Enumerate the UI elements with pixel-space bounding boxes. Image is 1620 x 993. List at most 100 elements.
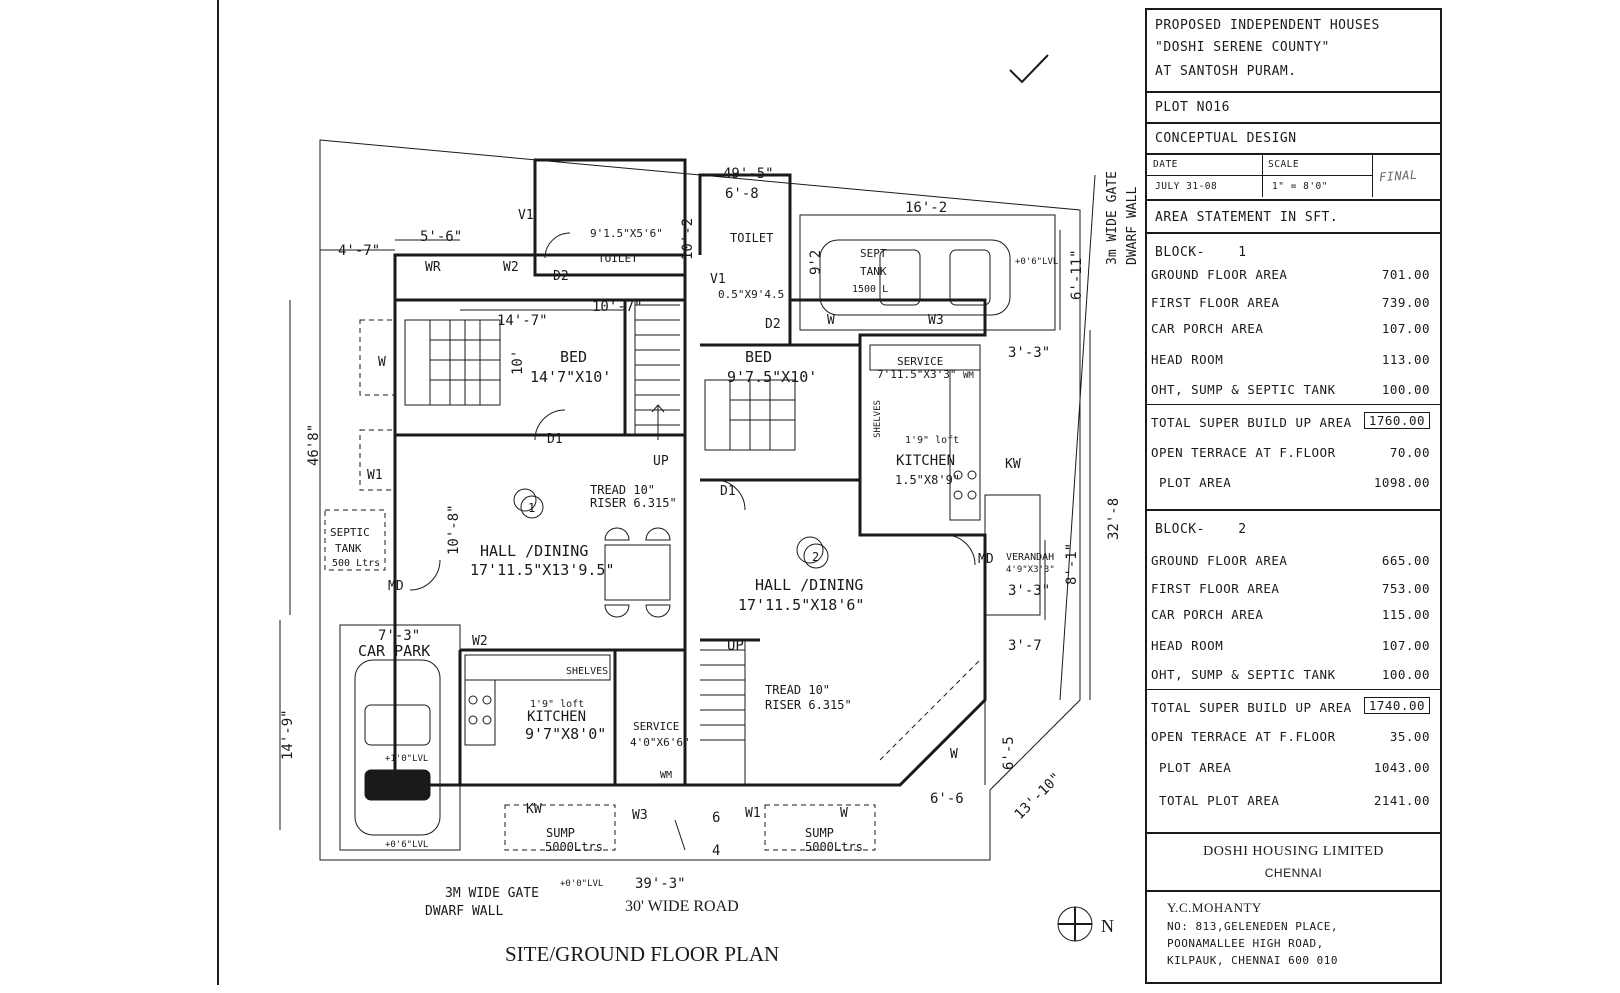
dim-6: 6	[712, 810, 720, 826]
check-mark	[1009, 54, 1049, 84]
scale-value: 1" = 8'0"	[1272, 181, 1328, 192]
service2-size: 7'11.5"X3'3"	[877, 368, 956, 381]
septic2-l1: SEPT	[860, 247, 887, 260]
bed-icon	[404, 319, 501, 406]
design-cell: CONCEPTUAL DESIGN	[1147, 124, 1440, 155]
sump1-l1: SUMP	[546, 826, 575, 840]
svg-text:W1: W1	[745, 806, 761, 821]
svg-text:V1: V1	[710, 272, 726, 287]
block-2-walls	[683, 173, 1056, 851]
dim-14-7: 14'-7"	[497, 313, 548, 329]
svg-text:W: W	[840, 806, 848, 821]
bed1-size: 14'7"X10'	[530, 368, 611, 386]
dim-4: 4	[712, 843, 720, 859]
gate-left-line1: 3M WIDE GATE	[445, 886, 539, 901]
wm2: WM	[963, 371, 974, 381]
dim-6-5: 6'-5	[1001, 736, 1017, 770]
date-label: DATE	[1153, 159, 1178, 170]
dim-3-3a: 3'-3"	[1008, 345, 1050, 361]
project-line-2: "DOSHI SERENE COUNTY"	[1155, 40, 1330, 55]
bed2-size: 9'7.5"X10'	[727, 368, 817, 386]
sump2-l1: SUMP	[805, 826, 834, 840]
riser2: RISER 6.315"	[765, 698, 852, 712]
plot-cell: PLOT NO16	[1147, 93, 1440, 124]
car-icon-right	[819, 239, 1011, 316]
svg-text:D1: D1	[547, 432, 563, 447]
address-line-3: KILPAUK, CHENNAI 600 010	[1167, 954, 1338, 967]
dim-3-3b: 3'-3"	[1008, 583, 1050, 599]
kitchen2-label: KITCHEN	[896, 453, 955, 469]
svg-text:W: W	[378, 355, 386, 370]
tread2: TREAD 10"	[765, 683, 830, 697]
hall1-size: 17'11.5"X13'9.5"	[470, 561, 615, 579]
project-line-1: PROPOSED INDEPENDENT HOUSES	[1155, 18, 1380, 33]
dim-10: 10'	[510, 350, 526, 375]
dim-left-46: 46'8"	[306, 424, 322, 466]
car-level-2: +0'6"LVL	[385, 840, 428, 850]
tread1: TREAD 10"	[590, 483, 655, 497]
sump2-l2: 5000Ltrs	[805, 840, 863, 854]
north-arrow-icon	[1057, 906, 1093, 942]
block1-number: 1	[528, 501, 535, 515]
block-2-labels: TOILET 0.5"X9'4.5 BED 9'7.5"X10' HALL /D…	[718, 231, 1058, 854]
toilet2-label: TOILET	[730, 231, 773, 245]
svg-text:W3: W3	[632, 808, 648, 823]
gate-right-line1: 3m WIDE GATE	[1105, 171, 1120, 265]
dim-13-10: 13'-10"	[1012, 770, 1065, 823]
project-cell: PROPOSED INDEPENDENT HOUSES "DOSHI SEREN…	[1147, 10, 1440, 93]
dim-9-2: 9'2	[808, 250, 824, 275]
shelves2: SHELVES	[873, 400, 883, 438]
dim-7-3: 7'-3"	[378, 628, 420, 644]
septic1-l1: SEPTIC	[330, 526, 370, 539]
final-stamp: FINAL	[1378, 167, 1419, 185]
block-1-labels: 9'1.5"X5'6" TOILET BED 14'7"X10' HALL /D…	[330, 227, 690, 854]
road-label: 30' WIDE ROAD	[625, 898, 739, 915]
area-statement-title: AREA STATEMENT IN SFT.	[1155, 210, 1339, 225]
svg-text:KW: KW	[1005, 457, 1021, 472]
dim-6-11: 6'-11"	[1069, 249, 1085, 300]
verandah-label: VERANDAH	[1006, 552, 1054, 563]
hall1-label: HALL /DINING	[480, 542, 588, 560]
septic1-l3: 500 Ltrs	[332, 558, 380, 569]
title-block: PROPOSED INDEPENDENT HOUSES "DOSHI SEREN…	[1145, 8, 1442, 984]
svg-text:W2: W2	[503, 260, 519, 275]
sump1-l2: 5000Ltrs	[545, 840, 603, 854]
bed1-label: BED	[560, 348, 587, 366]
design-stage: CONCEPTUAL DESIGN	[1155, 131, 1297, 146]
svg-text:W1: W1	[367, 468, 383, 483]
svg-text:MD: MD	[388, 579, 404, 594]
septic1-l2: TANK	[335, 542, 362, 555]
gate-left-line2: DWARF WALL	[425, 904, 503, 919]
company-city: CHENNAI	[1264, 866, 1323, 880]
dim-10-8: 10'-8"	[446, 504, 462, 555]
kitchen1-size: 9'7"X8'0"	[525, 725, 606, 743]
svg-text:WR: WR	[425, 260, 441, 275]
company-cell: DOSHI HOUSING LIMITED CHENNAI	[1147, 834, 1440, 892]
dim-top: 49'-5"	[723, 166, 774, 182]
svg-text:V1: V1	[518, 208, 534, 223]
car-icon-left	[354, 659, 441, 836]
dim-3-7: 3'-7	[1008, 638, 1042, 654]
block-1-title: BLOCK- 1	[1155, 245, 1247, 260]
drawing-title: SITE/GROUND FLOOR PLAN	[505, 942, 779, 966]
dim-6-8: 6'-8	[725, 186, 759, 202]
svg-text:D1: D1	[720, 484, 736, 499]
up1: UP	[653, 454, 669, 469]
verandah-size: 4'9"X3'3"	[1006, 565, 1055, 575]
wm1: WM	[660, 770, 672, 781]
car-park-label: CAR PARK	[358, 642, 430, 660]
road-level: +0'0"LVL	[560, 879, 603, 889]
date-scale-cell: DATE SCALE JULY 31-08 1" = 8'0" FINAL	[1147, 155, 1440, 201]
